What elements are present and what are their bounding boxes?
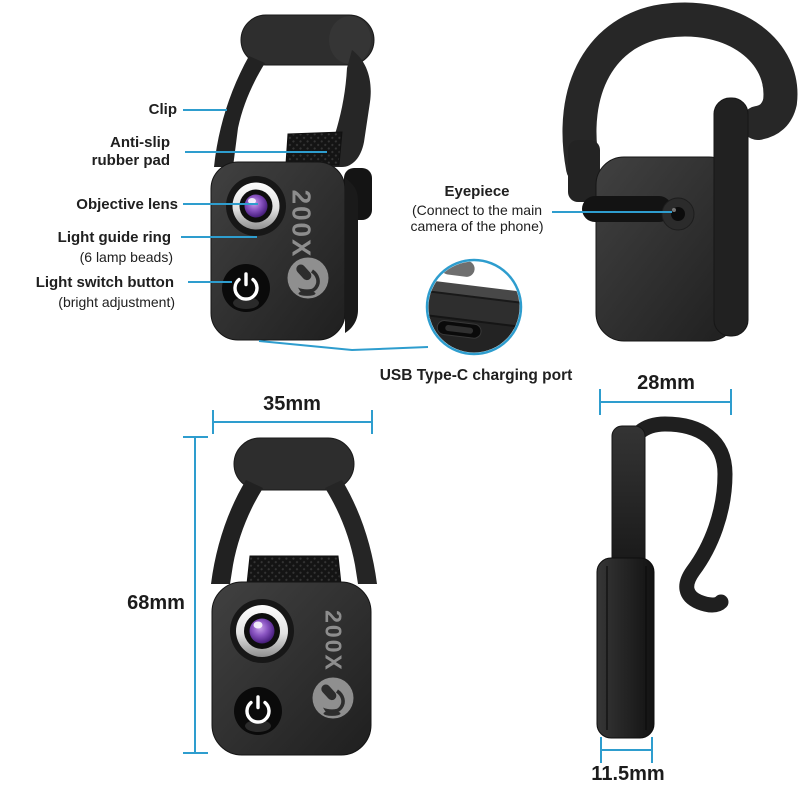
label-light-switch-button: Light switch button <box>35 274 174 291</box>
label-objective-lens: Objective lens <box>76 196 178 213</box>
device-front-angled-view <box>210 14 375 341</box>
device-side-view <box>596 416 733 739</box>
magnification-engraving-angled: 200X <box>286 189 317 259</box>
objective-lens-front <box>230 599 294 663</box>
device-back-view <box>562 2 798 342</box>
clip-left-strut <box>214 56 265 167</box>
dimension-text-side-thickness: 11.5mm <box>591 763 665 785</box>
dimension-68mm <box>183 436 208 754</box>
magnification-engraving-front: 200X <box>320 610 347 672</box>
label-eyepiece: Eyepiece <box>444 183 510 200</box>
clip-hook <box>562 2 798 185</box>
label-light-switch-note: (bright adjustment) <box>58 294 175 310</box>
clip-bar-endcap <box>329 16 371 64</box>
microscope-logo-icon <box>285 255 331 301</box>
label-usb-port: USB Type-C charging port <box>379 367 573 384</box>
clip-lip <box>582 196 672 222</box>
device-front-view <box>211 437 377 756</box>
dimension-35mm <box>212 410 373 434</box>
dimension-11-5mm <box>600 737 653 763</box>
leader-line-usb-port <box>258 340 429 352</box>
anti-slip-rubber-pad-front <box>246 555 342 585</box>
label-eyepiece-note: (Connect to the main camera of the phone… <box>410 202 544 234</box>
clip-right-limb <box>713 97 749 337</box>
dimension-text-front-height: 68mm <box>127 592 185 614</box>
label-light-guide-ring: Light guide ring <box>57 229 171 246</box>
lens-body-front <box>211 581 372 756</box>
label-anti-slip-rubber-pad: Anti-slip rubber pad <box>91 134 170 169</box>
dimension-lines <box>183 389 732 763</box>
dimension-text-side-depth: 28mm <box>637 372 695 394</box>
clip-hook-side <box>620 416 733 613</box>
anti-slip-rubber-pad <box>285 131 343 166</box>
light-switch-button <box>222 264 270 312</box>
dimension-28mm <box>599 389 732 415</box>
label-light-guide-ring-note: (6 lamp beads) <box>79 249 173 265</box>
label-clip: Clip <box>148 101 177 118</box>
leader-lines <box>181 109 672 352</box>
light-switch-button-front <box>234 687 282 735</box>
objective-lens <box>226 176 286 236</box>
device-side-body <box>596 557 655 739</box>
dimension-text-front-width: 35mm <box>263 393 321 415</box>
clip-bar-front <box>233 437 355 491</box>
usb-port-inset <box>425 258 523 356</box>
eyepiece <box>661 197 695 231</box>
microscope-logo-icon <box>310 675 356 721</box>
clip-bar-side <box>611 425 646 569</box>
